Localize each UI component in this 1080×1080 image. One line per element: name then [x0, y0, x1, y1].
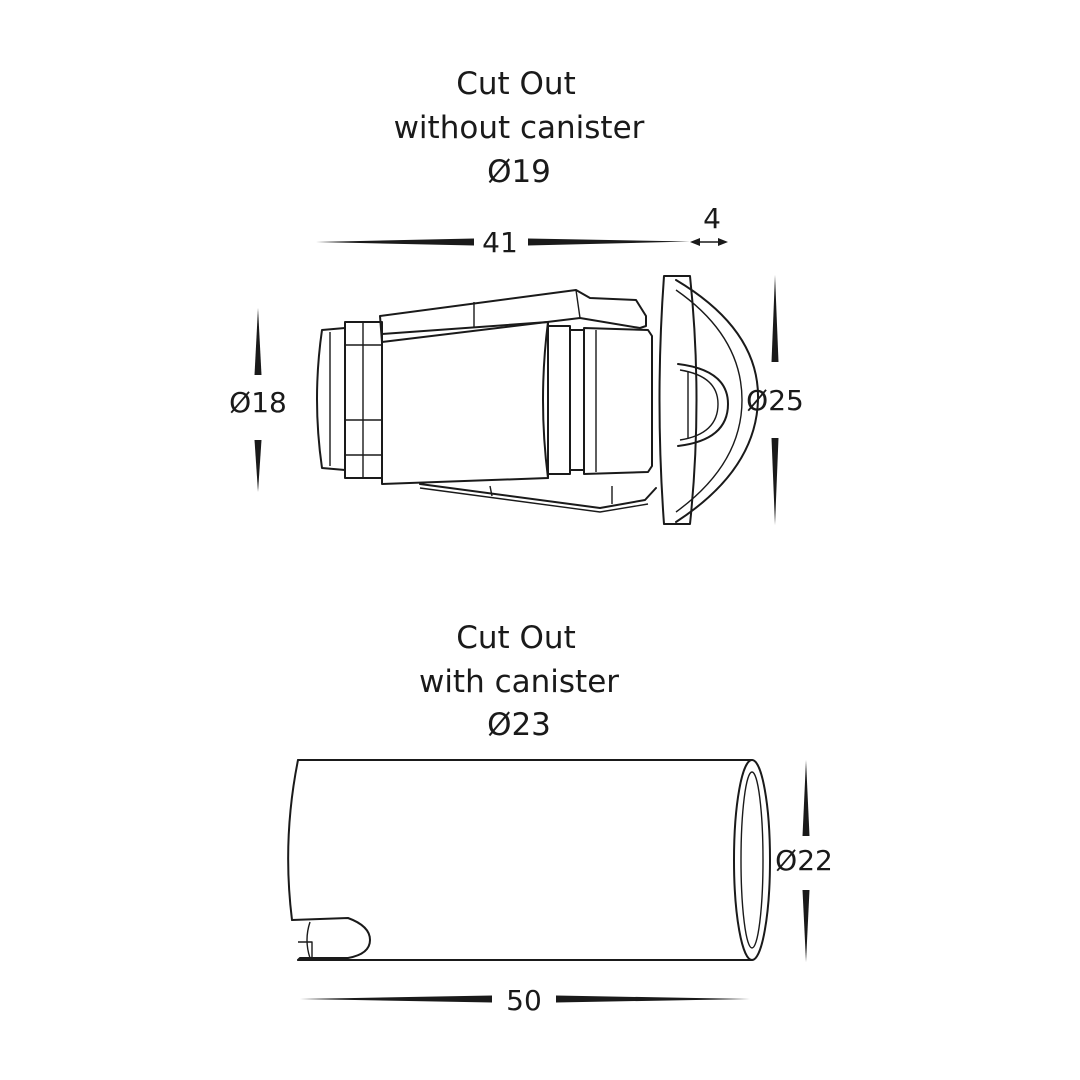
- dim-body-diameter-label: Ø18: [229, 386, 287, 419]
- dim-body-diameter-18: Ø18: [229, 308, 287, 492]
- canister-opening: [733, 759, 771, 961]
- top-caption-line1: Cut Out: [456, 66, 576, 102]
- main-body: [381, 321, 549, 485]
- dim-length-41: 41: [316, 226, 690, 259]
- dim-flange-label: 4: [703, 202, 721, 235]
- collar-ring-1: [547, 325, 571, 475]
- dim-flange-diameter-25: Ø25: [746, 275, 804, 525]
- bottom-caption: Cut Out with canister Ø23: [419, 620, 619, 743]
- canister: [287, 759, 771, 961]
- bottom-caption-line2: with canister: [419, 664, 619, 700]
- bottom-caption-line1: Cut Out: [456, 620, 576, 656]
- dim-canister-diameter-label: Ø22: [775, 844, 833, 877]
- dim-flange-diameter-label: Ø25: [746, 384, 804, 417]
- flange-eyelid: [675, 279, 760, 523]
- dim-canister-diameter-22: Ø22: [775, 760, 833, 962]
- dim-length-50: 50: [300, 984, 750, 1017]
- rear-cap: [316, 327, 346, 471]
- top-caption-line3: Ø19: [487, 154, 551, 190]
- canister-rear-edge: [287, 759, 299, 921]
- dim-arrow-right: [528, 238, 690, 246]
- collar-ring-3: [583, 327, 653, 475]
- top-caption-line2: without canister: [394, 110, 645, 146]
- top-caption: Cut Out without canister Ø19: [394, 66, 645, 190]
- dim-canister-length-label: 50: [506, 984, 542, 1017]
- lens: [677, 363, 729, 447]
- dim-arrow-left: [316, 238, 474, 246]
- spring-clip-top: [379, 289, 647, 343]
- dim-flange-4: 4: [690, 202, 728, 246]
- bottom-caption-line3: Ø23: [487, 707, 551, 743]
- spring-clip-bottom: [419, 483, 657, 509]
- flange-plate: [658, 275, 698, 525]
- canister-slot: [291, 917, 371, 961]
- dim-length-label: 41: [482, 226, 518, 259]
- fixture-without-canister: [316, 275, 760, 525]
- collar-ring-2: [569, 329, 585, 471]
